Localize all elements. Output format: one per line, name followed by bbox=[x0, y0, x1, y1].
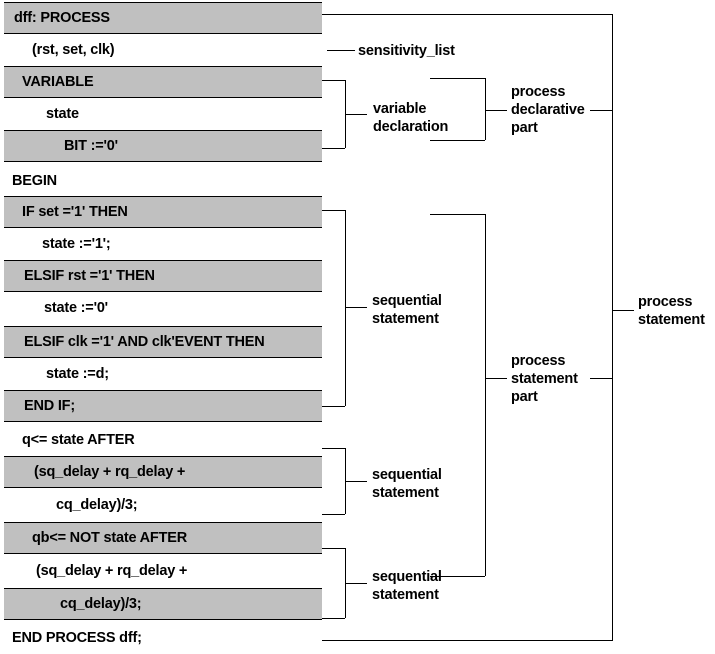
code-row: ELSIF rst ='1' THEN bbox=[4, 260, 322, 292]
code-row-text: cq_delay)/3; bbox=[60, 596, 142, 612]
code-row: dff: PROCESS bbox=[4, 2, 322, 34]
bracket-decl-bottom-stub bbox=[430, 140, 485, 141]
code-row-text: state bbox=[46, 106, 79, 122]
code-row-text: ELSIF rst ='1' THEN bbox=[24, 268, 155, 284]
bracket-stmtpart-out bbox=[485, 378, 507, 379]
code-row: ELSIF clk ='1' AND clk'EVENT THEN bbox=[4, 326, 322, 358]
code-row-text: qb<= NOT state AFTER bbox=[32, 530, 187, 546]
code-row: END PROCESS dff; bbox=[4, 622, 322, 654]
code-row-text: IF set ='1' THEN bbox=[22, 204, 128, 220]
code-row-text: state :='1'; bbox=[42, 236, 111, 252]
bracket-seq1-top-stub bbox=[322, 210, 345, 211]
bracket-variable-bottom-stub bbox=[322, 148, 345, 149]
connector-stmtpart-to-outer bbox=[590, 378, 612, 379]
bracket-seq3-top-stub bbox=[322, 548, 345, 549]
connector-decl-to-outer bbox=[590, 110, 612, 111]
annotation-process-statement: process statement bbox=[638, 294, 705, 328]
code-row-text: (sq_delay + rq_delay + bbox=[34, 464, 186, 480]
code-row: BIT :='0' bbox=[4, 130, 322, 162]
code-row-text: END IF; bbox=[24, 398, 75, 414]
bracket-seq3-out bbox=[345, 583, 367, 584]
code-row-text: ELSIF clk ='1' AND clk'EVENT THEN bbox=[24, 334, 265, 350]
bracket-seq1-out bbox=[345, 307, 367, 308]
bracket-stmtpart-bottom-stub bbox=[430, 576, 485, 577]
code-row: state :=d; bbox=[4, 358, 322, 390]
code-row-text: state :='0' bbox=[44, 300, 108, 316]
code-row-text: (rst, set, clk) bbox=[32, 42, 115, 58]
code-row: END IF; bbox=[4, 390, 322, 422]
code-row: state :='1'; bbox=[4, 228, 322, 260]
code-row: state bbox=[4, 98, 322, 130]
bracket-seq2-out bbox=[345, 481, 367, 482]
code-row-text: BEGIN bbox=[12, 173, 57, 189]
bracket-seq3-bottom-stub bbox=[322, 618, 345, 619]
annotation-sequential-statement-1: sequential statement bbox=[372, 293, 442, 327]
annotation-sequential-statement-2: sequential statement bbox=[372, 467, 442, 501]
code-row: cq_delay)/3; bbox=[4, 489, 322, 521]
bracket-seq2-bottom-stub bbox=[322, 514, 345, 515]
code-row: (rst, set, clk) bbox=[4, 34, 322, 66]
annotation-process-declarative-part: process declarative part bbox=[511, 84, 585, 136]
bracket-seq1-spine bbox=[345, 210, 346, 406]
code-row-text: dff: PROCESS bbox=[14, 10, 110, 26]
bracket-decl-out bbox=[485, 110, 507, 111]
code-row-text: state :=d; bbox=[46, 366, 109, 382]
code-row-text: q<= state AFTER bbox=[22, 432, 135, 448]
annotation-sequential-statement-3: sequential statement bbox=[372, 569, 442, 603]
bracket-decl-spine bbox=[485, 78, 486, 140]
code-row: (sq_delay + rq_delay + bbox=[4, 555, 322, 587]
code-row: q<= state AFTER bbox=[4, 424, 322, 456]
bracket-seq1-bottom-stub bbox=[322, 406, 345, 407]
connector-end-process bbox=[322, 640, 613, 641]
annotation-variable-declaration: variable declaration bbox=[373, 101, 449, 135]
connector-process-top bbox=[322, 14, 613, 15]
connector-sensitivity-list bbox=[327, 50, 355, 51]
code-row-text: END PROCESS dff; bbox=[12, 630, 142, 646]
bracket-variable-top-stub bbox=[322, 80, 345, 81]
bracket-seq2-top-stub bbox=[322, 448, 345, 449]
code-row-text: VARIABLE bbox=[22, 74, 94, 90]
bracket-process-spine bbox=[612, 14, 613, 641]
code-row: qb<= NOT state AFTER bbox=[4, 522, 322, 554]
bracket-decl-top-stub bbox=[430, 78, 485, 79]
code-row: BEGIN bbox=[4, 165, 322, 197]
code-row-text: (sq_delay + rq_delay + bbox=[36, 563, 188, 579]
bracket-variable-out bbox=[345, 114, 367, 115]
code-row: state :='0' bbox=[4, 292, 322, 324]
annotation-sensitivity-list: sensitivity_list bbox=[358, 43, 455, 59]
bracket-stmtpart-top-stub bbox=[430, 214, 485, 215]
bracket-process-out bbox=[612, 310, 634, 311]
annotation-process-statement-part: process statement part bbox=[511, 353, 578, 405]
code-row: (sq_delay + rq_delay + bbox=[4, 456, 322, 488]
code-row-text: BIT :='0' bbox=[64, 138, 118, 154]
code-row: cq_delay)/3; bbox=[4, 588, 322, 620]
code-row: IF set ='1' THEN bbox=[4, 196, 322, 228]
code-row: VARIABLE bbox=[4, 66, 322, 98]
code-row-text: cq_delay)/3; bbox=[56, 497, 138, 513]
bracket-stmtpart-spine bbox=[485, 214, 486, 576]
